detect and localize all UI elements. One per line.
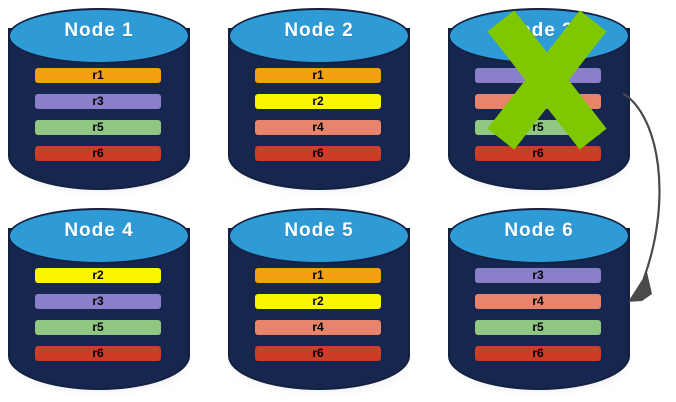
- record-bar[interactable]: r2: [255, 94, 381, 109]
- cylinder-top-ellipse: [448, 208, 630, 264]
- node-label: Node 3: [504, 20, 574, 41]
- node-5[interactable]: Node 5 r1 r2 r4 r6: [226, 206, 416, 394]
- cylinder-top-ellipse: [8, 8, 190, 64]
- record-list: r1 r2 r4 r6: [255, 68, 381, 161]
- record-bar[interactable]: r4: [475, 94, 601, 109]
- record-bar[interactable]: r6: [35, 146, 161, 161]
- node-label: Node 5: [284, 220, 354, 241]
- record-bar[interactable]: r1: [255, 268, 381, 283]
- node-6[interactable]: Node 6 r3 r4 r5 r6: [446, 206, 636, 394]
- record-bar[interactable]: r1: [255, 68, 381, 83]
- cylinder-top-ellipse: [228, 8, 410, 64]
- record-list: r3 r4 r5 r6: [475, 268, 601, 361]
- record-bar[interactable]: r6: [255, 346, 381, 361]
- record-bar[interactable]: r6: [35, 346, 161, 361]
- record-list: r3 r4 r5 r6: [475, 68, 601, 161]
- record-bar[interactable]: r4: [475, 294, 601, 309]
- record-bar[interactable]: r3: [475, 68, 601, 83]
- record-bar[interactable]: r2: [255, 294, 381, 309]
- record-bar[interactable]: r3: [475, 268, 601, 283]
- record-bar[interactable]: r3: [35, 294, 161, 309]
- record-bar[interactable]: r4: [255, 320, 381, 335]
- record-bar[interactable]: r2: [35, 268, 161, 283]
- record-list: r1 r3 r5 r6: [35, 68, 161, 161]
- record-bar[interactable]: r5: [35, 120, 161, 135]
- record-bar[interactable]: r6: [255, 146, 381, 161]
- cylinder-top-ellipse: [228, 208, 410, 264]
- cylinder-top-ellipse: [8, 208, 190, 264]
- node-3[interactable]: Node 3 r3 r4 r5 r6: [446, 6, 636, 194]
- record-bar[interactable]: r5: [475, 120, 601, 135]
- record-bar[interactable]: r6: [475, 346, 601, 361]
- node-label: Node 2: [284, 20, 354, 41]
- record-bar[interactable]: r3: [35, 94, 161, 109]
- node-label: Node 6: [504, 220, 574, 241]
- node-label: Node 1: [64, 20, 134, 41]
- record-bar[interactable]: r1: [35, 68, 161, 83]
- record-bar[interactable]: r6: [475, 146, 601, 161]
- record-bar[interactable]: r5: [475, 320, 601, 335]
- node-2[interactable]: Node 2 r1 r2 r4 r6: [226, 6, 416, 194]
- node-1[interactable]: Node 1 r1 r3 r5 r6: [6, 6, 196, 194]
- record-list: r1 r2 r4 r6: [255, 268, 381, 361]
- record-bar[interactable]: r4: [255, 120, 381, 135]
- record-bar[interactable]: r5: [35, 320, 161, 335]
- node-label: Node 4: [64, 220, 134, 241]
- record-list: r2 r3 r5 r6: [35, 268, 161, 361]
- node-4[interactable]: Node 4 r2 r3 r5 r6: [6, 206, 196, 394]
